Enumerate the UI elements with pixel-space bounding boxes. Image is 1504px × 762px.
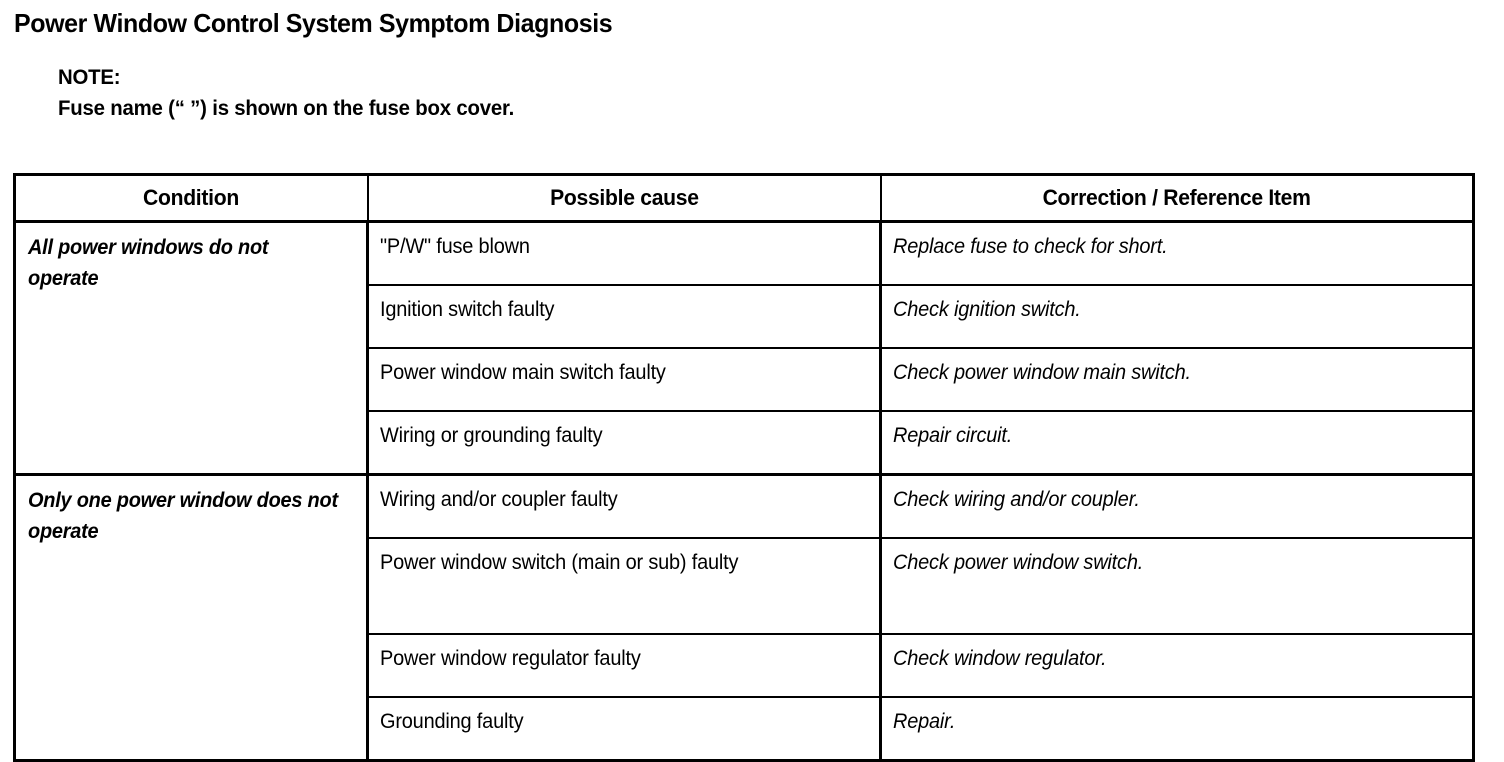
- correction-cell: Check power window main switch.: [879, 347, 1475, 412]
- correction-cell: Check power window switch.: [879, 537, 1475, 635]
- cause-label: Grounding faulty: [380, 710, 524, 733]
- cause-cell: Power window switch (main or sub) faulty: [366, 537, 882, 635]
- page-root: Power Window Control System Symptom Diag…: [13, 8, 1475, 762]
- column-header-condition-label: Condition: [143, 185, 240, 210]
- correction-label: Repair.: [893, 710, 956, 733]
- note-block: NOTE: Fuse name (“ ”) is shown on the fu…: [58, 62, 514, 124]
- column-header-possible-cause-label: Possible cause: [549, 185, 699, 210]
- column-header-correction-label: Correction / Reference Item: [1042, 185, 1311, 210]
- column-header-condition: Condition: [13, 173, 369, 223]
- condition-cell: All power windows do not operate: [13, 220, 369, 476]
- correction-label: Repair circuit.: [893, 424, 1013, 447]
- cause-cell: Wiring or grounding faulty: [366, 410, 882, 476]
- cause-cell: "P/W" fuse blown: [366, 220, 882, 286]
- correction-label: Check window regulator.: [893, 647, 1107, 670]
- correction-label: Replace fuse to check for short.: [893, 235, 1168, 258]
- cause-cell: Power window main switch faulty: [366, 347, 882, 412]
- correction-cell: Repair circuit.: [879, 410, 1475, 476]
- cause-cell: Wiring and/or coupler faulty: [366, 473, 882, 539]
- correction-label: Check power window main switch.: [893, 361, 1191, 384]
- table-row: Ignition switch faulty Check ignition sw…: [15, 284, 1475, 349]
- cause-label: Ignition switch faulty: [380, 298, 555, 321]
- table-row: All power windows do not operate "P/W" f…: [13, 220, 1475, 476]
- table-row: Only one power window does not operate W…: [13, 473, 1475, 762]
- correction-label: Check wiring and/or coupler.: [893, 488, 1140, 511]
- correction-cell: Repair.: [879, 696, 1475, 762]
- condition-label: Only one power window does not operate: [28, 489, 338, 543]
- note-label: NOTE:: [58, 66, 121, 89]
- correction-cell: Check ignition switch.: [879, 284, 1475, 349]
- cause-label: Power window switch (main or sub) faulty: [380, 551, 739, 574]
- cause-cell: Grounding faulty: [366, 696, 882, 762]
- column-header-correction: Correction / Reference Item: [879, 173, 1475, 223]
- cause-cell: Ignition switch faulty: [366, 284, 882, 349]
- correction-cell: Replace fuse to check for short.: [879, 220, 1475, 286]
- note-text: Fuse name (“ ”) is shown on the fuse box…: [58, 97, 515, 120]
- correction-cell: Check wiring and/or coupler.: [879, 473, 1475, 539]
- page-title: Power Window Control System Symptom Diag…: [14, 8, 613, 38]
- cause-label: Power window main switch faulty: [380, 361, 666, 384]
- cause-label: Wiring or grounding faulty: [380, 424, 603, 447]
- correction-label: Check power window switch.: [893, 551, 1144, 574]
- correction-label: Check ignition switch.: [893, 298, 1081, 321]
- condition-cell: Only one power window does not operate: [13, 473, 369, 762]
- table-body: All power windows do not operate "P/W" f…: [13, 220, 1475, 762]
- cause-label: Power window regulator faulty: [380, 647, 641, 670]
- table-header-row: Condition Possible cause Correction / Re…: [13, 173, 1475, 223]
- correction-cell: Check window regulator.: [879, 633, 1475, 698]
- cause-cell: Power window regulator faulty: [366, 633, 882, 698]
- table-row: Wiring or grounding faulty Repair circui…: [15, 410, 1475, 476]
- column-header-possible-cause: Possible cause: [366, 173, 882, 223]
- table-row: Power window switch (main or sub) faulty…: [15, 537, 1475, 635]
- cause-label: "P/W" fuse blown: [380, 235, 530, 258]
- symptom-diagnosis-table: Condition Possible cause Correction / Re…: [13, 173, 1475, 762]
- condition-label: All power windows do not operate: [28, 236, 269, 290]
- cause-label: Wiring and/or coupler faulty: [380, 488, 618, 511]
- table-row: Power window main switch faulty Check po…: [15, 347, 1475, 412]
